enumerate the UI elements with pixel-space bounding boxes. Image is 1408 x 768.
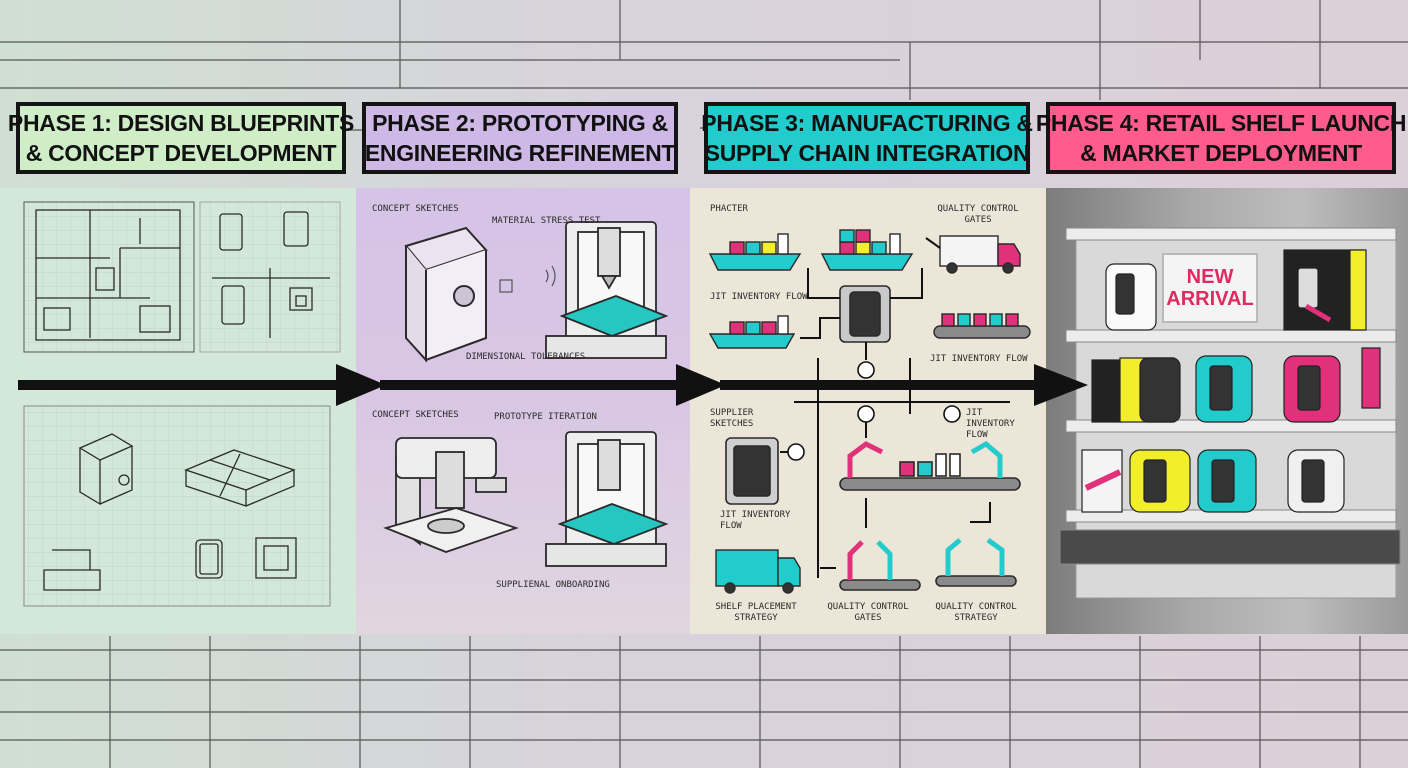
arrow-head-2 bbox=[676, 364, 726, 406]
phase-1-title-line1: PHASE 1: DESIGN BLUEPRINTS bbox=[7, 110, 355, 136]
product-boxes-top bbox=[1105, 249, 1367, 331]
floor-plan-icon bbox=[35, 209, 181, 341]
flow-node-icons bbox=[787, 361, 961, 461]
jit-inventory-flow-label-2: JIT INVENTORY FLOW bbox=[930, 354, 1028, 364]
new-arrival-sign: NEW ARRIVAL bbox=[1162, 253, 1258, 323]
cargo-ship-icon-2 bbox=[820, 229, 914, 271]
phase-3-title-line1: PHASE 3: MANUFACTURING & bbox=[701, 110, 1033, 136]
shelf-placement-strategy-label: SHELF PLACEMENT STRATEGY bbox=[715, 602, 797, 623]
new-arrival-sign-line1: NEW bbox=[1186, 266, 1234, 288]
arrow-head-3 bbox=[1034, 364, 1088, 406]
3d-printer-icon bbox=[545, 221, 669, 359]
robotic-arms-quality-icon bbox=[839, 540, 921, 591]
phase-2-panel: CONCEPT SKETCHES MATERIAL STRESS TEST DI… bbox=[356, 188, 690, 634]
quality-control-gates-label-2: QUALITY CONTROL GATES bbox=[827, 602, 909, 623]
prototyping-illustrations bbox=[383, 221, 669, 567]
phase-4-title: PHASE 4: RETAIL SHELF LAUNCH & MARKET DE… bbox=[1036, 102, 1406, 174]
phase-3-title: PHASE 3: MANUFACTURING & SUPPLY CHAIN IN… bbox=[701, 102, 1033, 174]
delivery-truck-icon-2 bbox=[715, 549, 801, 594]
phase-2-title-line1: PHASE 2: PROTOTYPING & bbox=[372, 110, 668, 136]
isometric-device-sketch-icon bbox=[43, 433, 297, 591]
arrow-head-1 bbox=[336, 364, 386, 406]
concept-sketches-label-2: CONCEPT SKETCHES bbox=[372, 410, 459, 420]
device-front-view-icon bbox=[212, 211, 330, 338]
device-frame-sketch-icon bbox=[404, 226, 488, 363]
conveyor-belt-icon bbox=[933, 313, 1031, 339]
jit-inventory-flow-label-3: JIT INVENTORY FLOW bbox=[966, 408, 1015, 440]
shelf-boards bbox=[1059, 227, 1401, 565]
material-stress-test-label: MATERIAL STRESS TEST bbox=[492, 216, 601, 226]
product-boxes-middle bbox=[1091, 347, 1381, 423]
phase-2-title: PHASE 2: PROTOTYPING & ENGINEERING REFIN… bbox=[362, 102, 678, 174]
phacter-label: PHACTER bbox=[710, 204, 748, 214]
quality-control-gates-label: QUALITY CONTROL GATES bbox=[937, 204, 1019, 225]
supplier-sketches-label: SUPPLIER SKETCHES bbox=[710, 408, 754, 429]
cargo-ship-icon bbox=[708, 233, 802, 271]
cargo-ship-icon-3 bbox=[708, 315, 796, 349]
jit-inventory-flow-label-4: JIT INVENTORY FLOW bbox=[720, 510, 791, 531]
new-arrival-sign-line2: ARRIVAL bbox=[1166, 288, 1254, 310]
product-boxes-bottom bbox=[1081, 449, 1345, 513]
phase-1-panel bbox=[0, 188, 356, 634]
phase-1-title: PHASE 1: DESIGN BLUEPRINTS & CONCEPT DEV… bbox=[8, 102, 354, 174]
quality-control-strategy-label: QUALITY CONTROL STRATEGY bbox=[935, 602, 1017, 623]
blueprint-drawings bbox=[23, 201, 341, 607]
robotic-arms-strategy-icon bbox=[935, 537, 1017, 587]
timeline-arrow bbox=[18, 364, 1088, 406]
phase-3-title-line2: SUPPLY CHAIN INTEGRATION bbox=[704, 140, 1030, 166]
3d-printer-icon-2 bbox=[545, 431, 669, 567]
phone-unit-icon bbox=[839, 285, 891, 343]
phase-4-title-line1: PHASE 4: RETAIL SHELF LAUNCH bbox=[1035, 110, 1407, 136]
jit-inventory-flow-label-1: JIT INVENTORY FLOW bbox=[710, 292, 808, 302]
cnc-machine-icon bbox=[383, 437, 519, 553]
phase-2-title-line2: ENGINEERING REFINEMENT bbox=[364, 140, 676, 166]
phase-1-title-line2: & CONCEPT DEVELOPMENT bbox=[25, 140, 337, 166]
delivery-truck-icon bbox=[939, 235, 1021, 274]
supplier-onboarding-label: SUPPLIENAL ONBOARDING bbox=[496, 580, 610, 590]
phase-3-panel: PHACTER QUALITY CONTROL GATES JIT INVENT… bbox=[690, 188, 1046, 634]
supply-chain-diagram bbox=[708, 229, 1031, 594]
dimensional-tolerances-label: DIMENSIONAL TOLERANCES bbox=[466, 352, 586, 362]
phase-4-title-line2: & MARKET DEPLOYMENT bbox=[1080, 140, 1362, 166]
stress-test-waves-icon bbox=[499, 265, 556, 293]
prototype-iteration-label: PROTOTYPE ITERATION bbox=[494, 412, 597, 422]
phone-terminal-icon bbox=[725, 437, 779, 505]
concept-sketches-label: CONCEPT SKETCHES bbox=[372, 204, 459, 214]
robotic-arm-assembly-icon bbox=[839, 440, 1021, 491]
